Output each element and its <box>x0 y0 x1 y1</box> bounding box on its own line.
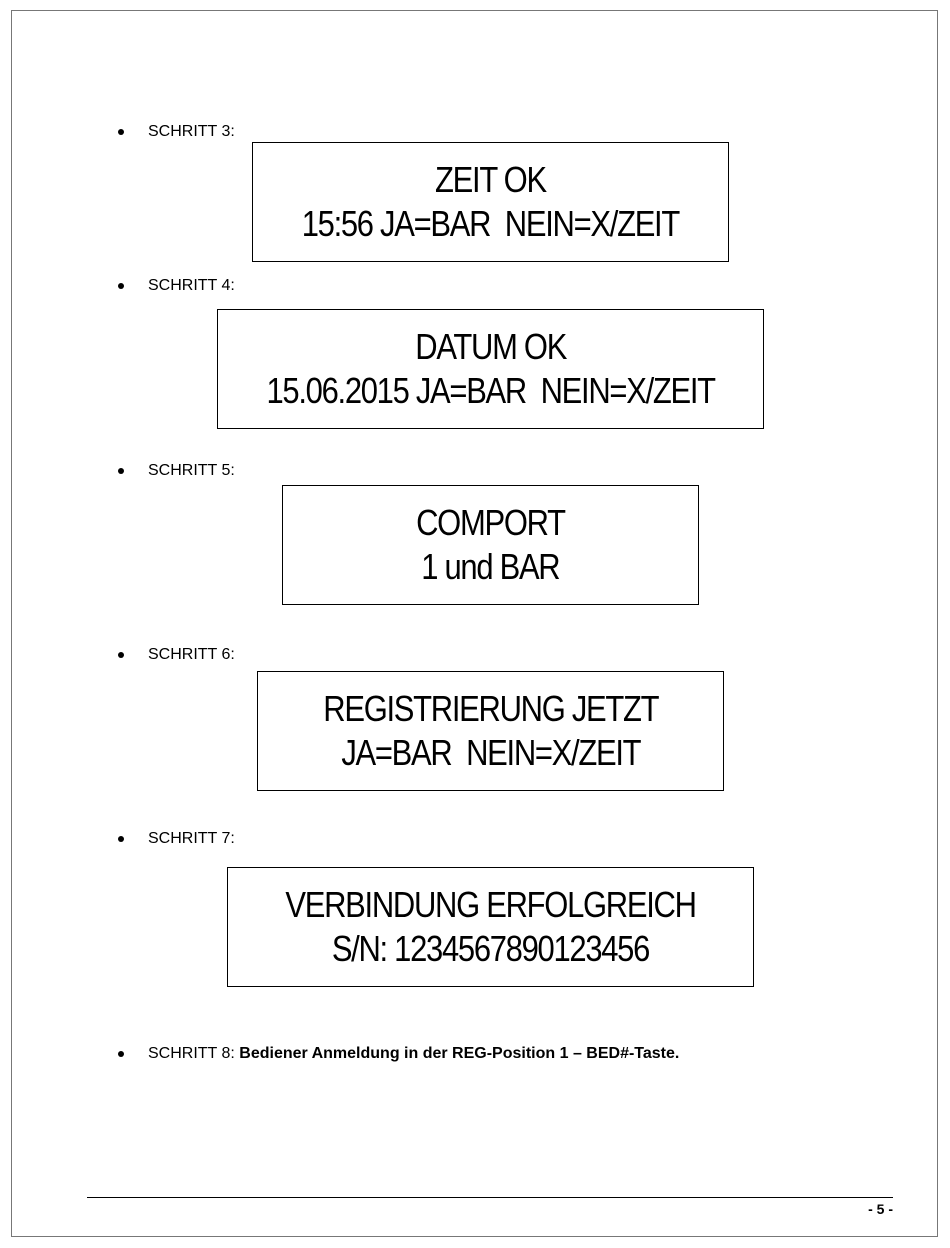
step-5-label: SCHRITT 5: <box>148 462 235 479</box>
bullet-icon <box>118 836 124 842</box>
step-5-display-line-1: COMPORT <box>416 502 566 543</box>
bullet-icon <box>118 468 124 474</box>
bullet-icon <box>118 652 124 658</box>
step-3-display-line-1: ZEIT OK <box>435 159 547 200</box>
step-6-display: REGISTRIERUNG JETZT JA=BAR NEIN=X/ZEIT <box>257 671 724 791</box>
step-4-label-row: SCHRITT 4: <box>118 276 235 296</box>
step-8-instruction: Bediener Anmeldung in der REG-Position 1… <box>239 1045 680 1062</box>
step-3-display: ZEIT OK 15:56 JA=BAR NEIN=X/ZEIT <box>252 142 729 262</box>
step-6-label-row: SCHRITT 6: <box>118 645 235 665</box>
step-4-display-line-1: DATUM OK <box>415 326 567 367</box>
step-5-display-line-2: 1 und BAR <box>421 546 560 587</box>
step-8-label: SCHRITT 8: <box>148 1045 235 1062</box>
step-3-label: SCHRITT 3: <box>148 123 235 140</box>
bullet-icon <box>118 129 124 135</box>
step-3-display-line-2: 15:56 JA=BAR NEIN=X/ZEIT <box>301 203 681 244</box>
step-7-display-line-2: S/N: 1234567890123456 <box>331 928 651 969</box>
page-frame <box>11 10 938 1237</box>
step-7-label: SCHRITT 7: <box>148 830 235 847</box>
step-8-row: SCHRITT 8: Bediener Anmeldung in der REG… <box>118 1044 679 1064</box>
step-4-label: SCHRITT 4: <box>148 277 235 294</box>
step-7-display-line-1: VERBINDUNG ERFOLGREICH <box>285 884 697 925</box>
step-7-display: VERBINDUNG ERFOLGREICH S/N: 123456789012… <box>227 867 754 987</box>
step-6-display-line-2: JA=BAR NEIN=X/ZEIT <box>341 732 641 773</box>
step-4-display-line-2: 15.06.2015 JA=BAR NEIN=X/ZEIT <box>266 370 716 411</box>
step-6-label: SCHRITT 6: <box>148 646 235 663</box>
step-6-display-line-1: REGISTRIERUNG JETZT <box>323 688 659 729</box>
footer-rule <box>87 1197 893 1198</box>
step-3-label-row: SCHRITT 3: <box>118 122 235 142</box>
page-number: - 5 - <box>868 1201 893 1217</box>
step-4-display: DATUM OK 15.06.2015 JA=BAR NEIN=X/ZEIT <box>217 309 764 429</box>
step-5-label-row: SCHRITT 5: <box>118 461 235 481</box>
bullet-icon <box>118 283 124 289</box>
step-5-display: COMPORT 1 und BAR <box>282 485 699 605</box>
bullet-icon <box>118 1051 124 1057</box>
step-7-label-row: SCHRITT 7: <box>118 829 235 849</box>
